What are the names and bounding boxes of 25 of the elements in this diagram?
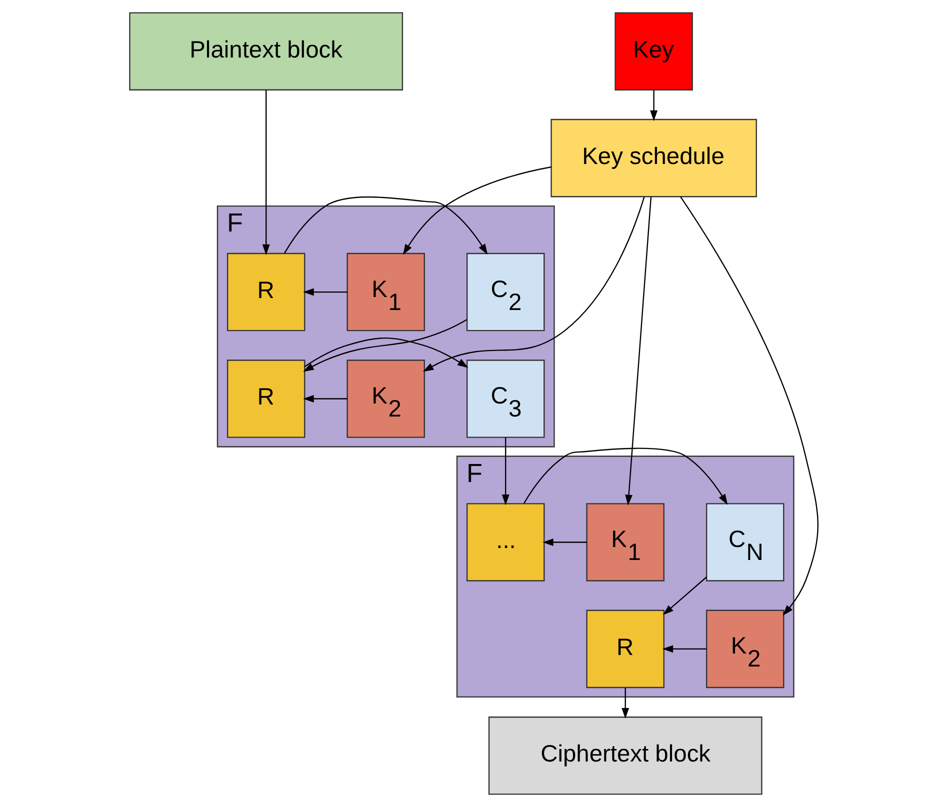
arrow (662, 576, 707, 616)
arrow (542, 538, 587, 546)
node-box: Key (614, 12, 693, 90)
arrow (650, 90, 658, 122)
arrow (625, 196, 652, 506)
arrow (622, 688, 630, 719)
arrow (422, 196, 645, 372)
arrow (262, 90, 270, 256)
arrow (502, 437, 510, 506)
arrow (680, 196, 818, 616)
arrow (402, 166, 552, 255)
node-box: ... (466, 503, 545, 582)
arrow (524, 448, 728, 505)
arrow (284, 196, 488, 255)
node-box: Plaintext block (129, 12, 404, 90)
arrow (662, 645, 707, 653)
node-box: R (226, 360, 306, 438)
arrow (303, 288, 348, 296)
arrow (304, 337, 468, 368)
arrow (303, 395, 348, 402)
arrow (303, 319, 468, 372)
node-box: Key schedule (550, 118, 757, 198)
node-box: R (586, 610, 664, 688)
node-box: R (226, 252, 306, 332)
node-box: Ciphertext block (488, 716, 762, 795)
